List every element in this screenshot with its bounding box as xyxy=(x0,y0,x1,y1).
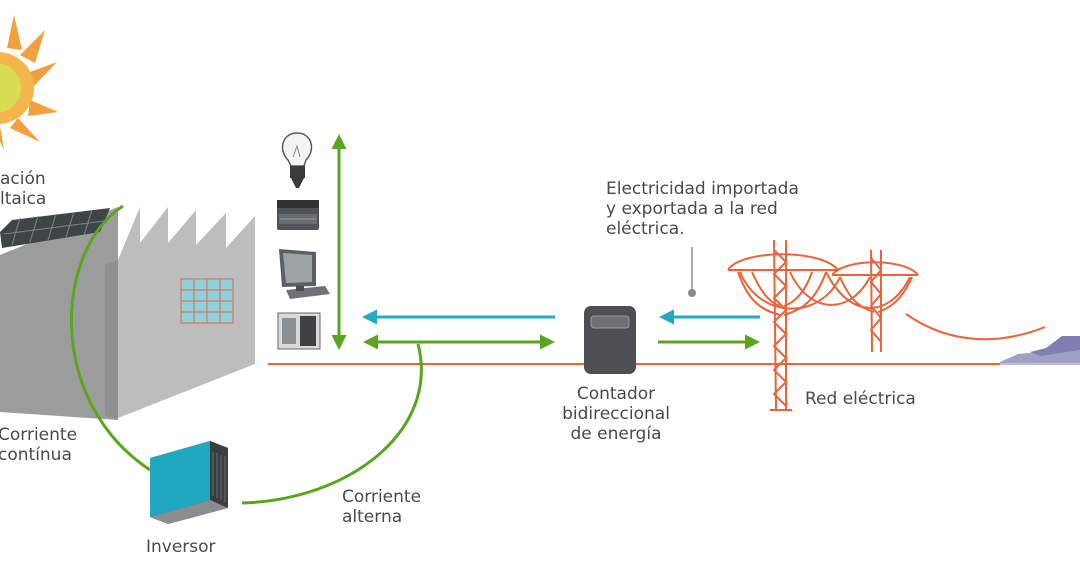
inverter-icon xyxy=(150,441,228,524)
inverter-label: Inversor xyxy=(146,537,216,557)
power-tower-icon xyxy=(727,239,1046,411)
alternating-current-label: Corriente alterna xyxy=(342,487,422,527)
grid-label: Red eléctrica xyxy=(805,389,916,409)
meter-label: Contador bidireccional de energía xyxy=(562,384,670,444)
light-bulb-icon xyxy=(281,132,313,188)
monitor-icon xyxy=(279,249,330,299)
city-skyline-icon xyxy=(1000,336,1080,365)
factory-icon xyxy=(0,207,255,420)
solar-panel-icon xyxy=(0,208,110,248)
dc-current-line xyxy=(69,204,151,472)
import-export-label: Electricidad importada y exportada a la … xyxy=(606,179,799,239)
energy-meter-icon xyxy=(584,306,636,374)
appliance-icon xyxy=(277,200,319,230)
pv-installation-label: ación ltaica xyxy=(0,169,47,209)
sun-icon xyxy=(0,15,58,150)
computer-tower-icon xyxy=(277,312,321,350)
ac-current-line xyxy=(241,343,423,505)
annotation-dot xyxy=(688,289,696,297)
direct-current-label: Corriente contínua xyxy=(0,425,78,465)
